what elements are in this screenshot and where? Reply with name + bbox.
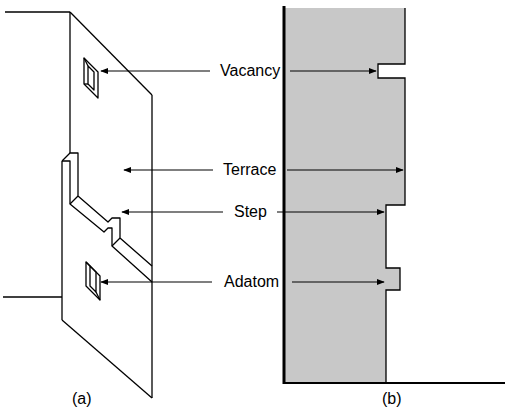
bottom-edge — [3, 296, 62, 297]
feature-label: Step — [234, 203, 267, 221]
vacancy-wall — [84, 58, 88, 66]
leader-arrow — [290, 70, 376, 71]
upper-plate-top — [70, 12, 152, 95]
leader-arrow — [287, 169, 403, 170]
lower-plate-edge — [61, 161, 62, 320]
panel-label: (a) — [72, 390, 92, 408]
vacancy-floor — [88, 66, 94, 90]
leader-arrow — [101, 70, 210, 71]
leader-arrow — [124, 169, 213, 170]
leader-arrow — [122, 211, 223, 212]
step-corner — [70, 196, 78, 204]
plate-right-edge — [151, 95, 152, 398]
leader-arrows — [101, 71, 403, 282]
adatom-edge — [86, 262, 90, 266]
panel-label: (b) — [382, 390, 402, 408]
upper-plate-edge — [69, 12, 70, 153]
crystal-profile — [285, 8, 405, 383]
feature-label: Adatom — [224, 273, 279, 291]
leader-arrow — [101, 281, 212, 282]
adatom-block — [86, 262, 100, 300]
feature-label: Terrace — [223, 161, 276, 179]
vacancy-wall — [84, 83, 88, 84]
top-edge — [5, 11, 70, 12]
crystal-perspective — [3, 12, 152, 398]
kink-corner — [112, 238, 120, 246]
profile-baseline — [283, 382, 505, 384]
leader-arrow — [292, 281, 384, 282]
adatom-edge — [96, 292, 100, 300]
vacancy-hole — [84, 58, 98, 98]
profile-left-border — [283, 6, 286, 384]
lower-plate-bottom — [62, 320, 152, 398]
leader-arrow — [277, 211, 384, 212]
surface-profile — [378, 8, 405, 383]
adatom-face — [90, 266, 96, 292]
step-base — [62, 161, 152, 282]
feature-label: Vacancy — [220, 62, 280, 80]
